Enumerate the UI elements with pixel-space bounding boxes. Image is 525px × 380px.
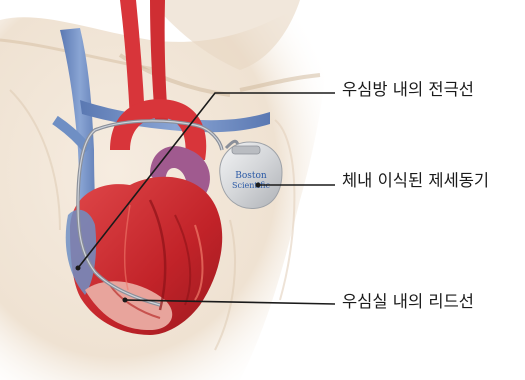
- icd-device: Boston Scientific: [220, 142, 282, 208]
- label-ventricle-lead: 우심실 내의 리드선: [342, 294, 474, 311]
- label-atrium-electrode: 우심방 내의 전극선: [342, 82, 474, 99]
- callout-dot-lead: [123, 298, 128, 303]
- label-implanted-device: 체내 이식된 제세동기: [342, 173, 489, 190]
- callout-dot-electrode: [76, 266, 81, 271]
- device-brand-line1: Boston: [235, 171, 267, 181]
- callout-dot-device: [256, 183, 261, 188]
